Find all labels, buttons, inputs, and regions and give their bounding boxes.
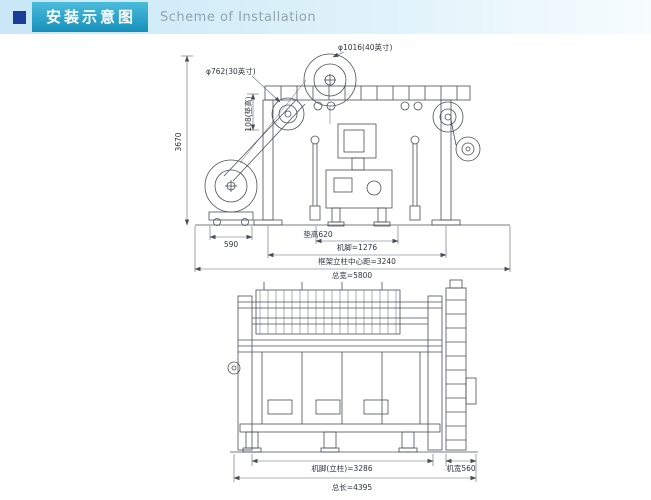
dia-1016-label: φ1016(40英寸)	[338, 42, 393, 52]
side-view-dimensions	[181, 51, 511, 272]
side-view: φ1016(40英寸) φ762(30英寸) 108(垫高) 3670 590 …	[174, 42, 511, 280]
dim-total-width-label: 总宽=5800	[332, 270, 373, 280]
side-tower	[445, 279, 477, 451]
side-view-machine	[195, 53, 510, 227]
side-view-labels: φ1016(40英寸) φ762(30英寸) 108(垫高) 3670 590 …	[174, 42, 396, 280]
dim-feet-3286-label: 机脚(立柱)=3286	[311, 463, 372, 473]
warp-beam-circle	[303, 53, 357, 107]
dim-column-3240-label: 框架立柱中心距=3240	[318, 256, 396, 266]
takeup-roll-circles	[432, 101, 481, 162]
dim-3670-label: 3670	[174, 132, 183, 151]
handwheel-icon	[227, 361, 241, 375]
dim-width-560-label: 机宽560	[446, 463, 476, 473]
front-view: 机脚(立柱)=3286 机宽560 总长=4395	[227, 279, 478, 492]
harness-lines	[259, 290, 397, 334]
dia-762-label: φ762(30英寸)	[206, 66, 256, 76]
front-view-labels: 机脚(立柱)=3286 机宽560 总长=4395	[311, 463, 475, 492]
front-view-machine	[227, 279, 478, 453]
dim-total-length-label: 总长=4395	[332, 482, 373, 492]
page-header: 安装示意图 Scheme of Installation	[0, 0, 651, 34]
front-view-dimensions	[233, 454, 477, 482]
machine-body	[325, 123, 393, 227]
dim-590-label: 590	[224, 240, 239, 249]
page-title-en: Scheme of Installation	[160, 9, 317, 25]
warp-path-lines	[239, 79, 331, 164]
dim-108-label: 108(垫高)	[243, 96, 253, 131]
page-title-zh: 安装示意图	[32, 2, 149, 32]
dim-feet-1276-label: 机脚=1276	[337, 242, 378, 252]
floor-roll-circle	[204, 159, 258, 213]
dim-pad-620-label: 垫高620	[303, 229, 333, 239]
blue-square-bullet-icon	[13, 10, 26, 24]
